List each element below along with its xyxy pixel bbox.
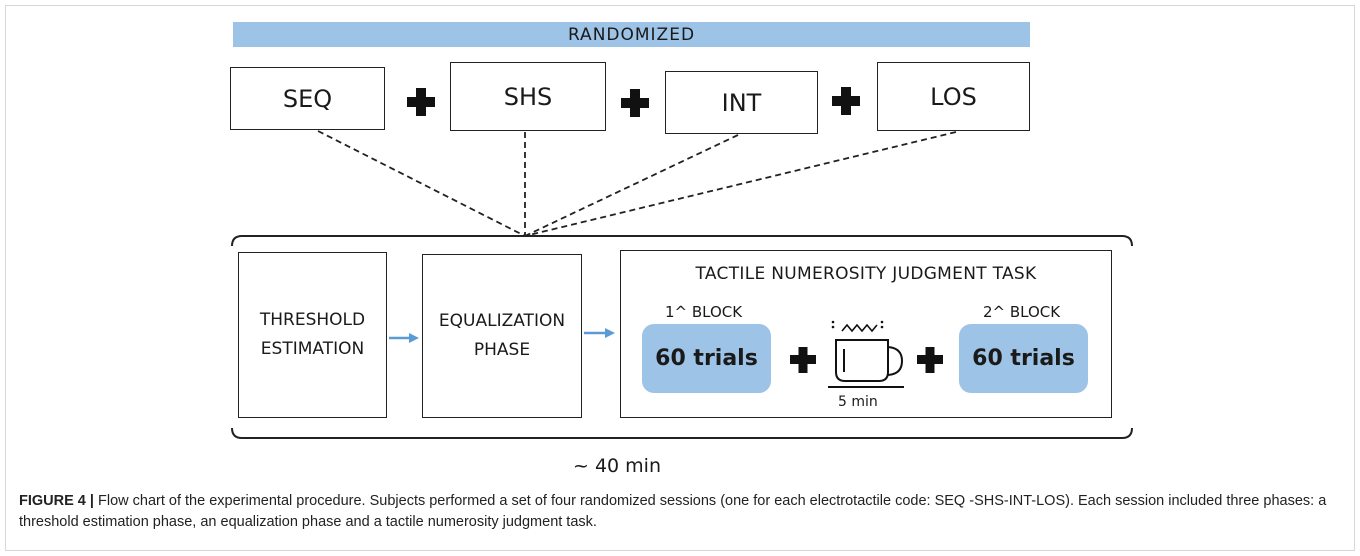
equalization-phase-box: EQUALIZATION PHASE [422,254,582,418]
session-label-shs: SHS [503,82,553,111]
threshold-line-2: ESTIMATION [260,339,365,359]
dashed-connector-seq [317,130,526,237]
equalization-line-1: EQUALIZATION [438,311,566,331]
caption-figure-label: FIGURE 4 | [19,493,94,509]
session-label-los: LOS [930,82,977,111]
coffee-cup-icon [828,320,904,388]
randomized-bar: RANDOMIZED [233,22,1030,47]
plus-icon-3 [832,87,860,115]
randomized-label: RANDOMIZED [567,24,696,45]
session-box-int: INT [665,71,818,134]
threshold-estimation-box: THRESHOLD ESTIMATION [238,252,387,418]
figure-caption: FIGURE 4 | Flow chart of the experimenta… [19,491,1349,533]
session-label-seq: SEQ [282,84,333,113]
session-label-int: INT [721,88,762,117]
plus-icon-2 [621,89,649,117]
top-bracket [231,235,1133,247]
dashed-connector-los [524,131,957,237]
equalization-line-2: PHASE [473,340,531,360]
task-title: TACTILE NUMEROSITY JUDGMENT TASK [695,264,1037,284]
block1-trials-text: 60 trials [655,346,758,371]
caption-text: Flow chart of the experimental procedure… [19,493,1327,530]
duration-label: ~ 40 min [573,455,662,477]
block1-trials: 60 trials [642,324,771,393]
block2-trials-text: 60 trials [972,346,1075,371]
bottom-bracket [231,427,1133,439]
plus-icon-5 [917,347,943,373]
session-box-los: LOS [877,62,1030,131]
session-box-seq: SEQ [230,67,385,130]
block1-label: 1^ BLOCK [665,303,743,321]
plus-icon-4 [790,347,816,373]
threshold-line-1: THRESHOLD [259,310,366,330]
break-duration-label: 5 min [838,394,878,410]
dashed-connector-int [524,134,739,237]
session-box-shs: SHS [450,62,606,131]
block2-trials: 60 trials [959,324,1088,393]
block2-label: 2^ BLOCK [983,303,1061,321]
plus-icon-1 [407,88,435,116]
arrow-icon-1 [389,333,419,343]
arrow-icon-2 [584,328,615,338]
